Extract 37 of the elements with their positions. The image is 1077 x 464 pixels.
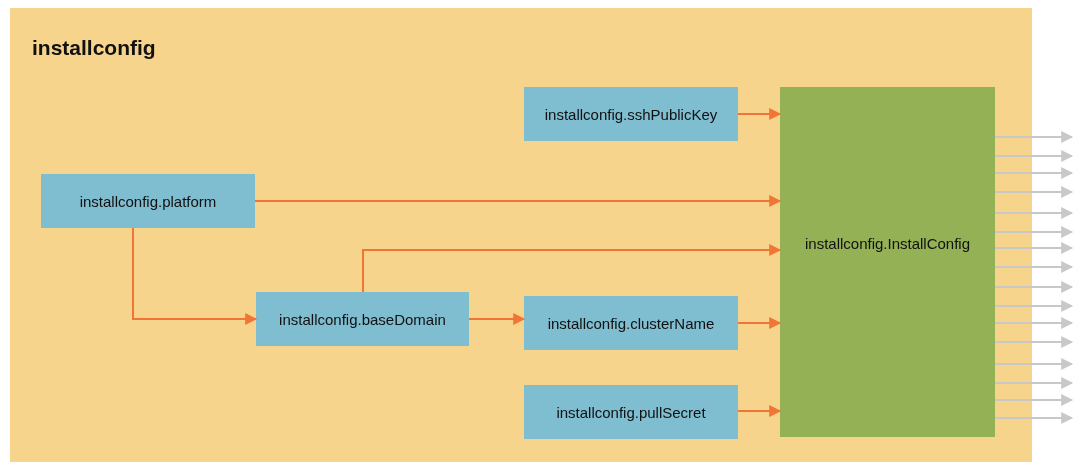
process-box [41,174,255,228]
arrow [994,167,1074,179]
group-panel [10,8,1032,462]
arrow [994,150,1074,162]
arrow [994,242,1074,254]
process-box [780,87,995,437]
arrow [994,358,1074,370]
box-label: installconfig.pullSecret [556,403,706,421]
arrow [994,226,1074,238]
arrow [994,131,1074,143]
arrow [254,195,782,207]
process-box [524,296,738,350]
arrow [737,317,782,329]
box-label: installconfig.sshPublicKey [544,105,718,123]
arrow [994,377,1074,389]
box-label: installconfig.baseDomain [279,310,446,328]
arrow [994,261,1074,273]
process-box [524,87,738,141]
group-title: installconfig [32,36,156,60]
arrow [994,317,1074,329]
arrow [994,207,1074,219]
arrow [994,394,1074,406]
arrow [994,300,1074,312]
arrow [994,412,1074,424]
box-label: installconfig.platform [79,192,217,210]
arrow [994,186,1074,198]
box-label: installconfig.clusterName [547,314,715,332]
process-box [524,385,738,439]
arrow [132,227,258,325]
arrow [994,281,1074,293]
arrow [994,336,1074,348]
arrow [468,313,526,325]
arrow [362,244,782,293]
arrow [737,108,782,120]
arrow [737,405,782,417]
process-box [256,292,469,346]
box-label: installconfig.InstallConfig [804,234,971,252]
